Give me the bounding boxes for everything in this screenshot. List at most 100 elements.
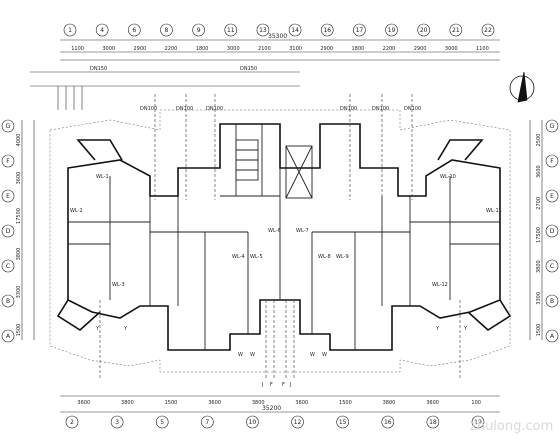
axis-bubble: [95, 23, 109, 37]
row-label: G: [550, 123, 555, 130]
axis-bubble: [192, 23, 205, 37]
side-dim-label: 3300: [16, 286, 22, 299]
axis-label: 12: [294, 419, 302, 426]
axis-bubble: [256, 23, 270, 37]
row-bubble: [1, 154, 15, 168]
row-bubble: [545, 154, 559, 168]
axis-label: 14: [291, 27, 299, 34]
axis-bubble: [224, 23, 238, 37]
span-label: 3000: [227, 46, 240, 52]
span-label: 1100: [71, 46, 84, 52]
room-tag: WL-7: [296, 228, 309, 234]
axis-bubble: [381, 415, 395, 429]
row-label: D: [6, 228, 11, 235]
supply-mains: [30, 71, 300, 110]
axis-label: 7: [205, 419, 209, 426]
interior-partitions: [68, 124, 500, 350]
axis-label: 18: [429, 419, 437, 426]
span-label: 1800: [351, 46, 364, 52]
side-dim-label: 4000: [16, 134, 22, 147]
axis-bubble: [63, 23, 77, 37]
span-label: 2200: [165, 46, 178, 52]
span-label: 1500: [339, 400, 352, 406]
axis-bubble: [426, 415, 440, 429]
riser-letter: W: [238, 352, 243, 358]
side-dim-label: 2700: [536, 197, 542, 210]
axis-bubble: [449, 23, 463, 37]
riser-letter: Y: [123, 326, 128, 332]
axis-bubble: [336, 415, 349, 429]
riser-letter: W: [310, 352, 315, 358]
axis-label: 3: [115, 419, 119, 426]
room-tag: WL-2: [70, 208, 83, 214]
side-dim-label: 3600: [536, 165, 542, 178]
span-label: 2900: [320, 46, 333, 52]
axis-label: 10: [249, 419, 257, 426]
axis-label: 16: [384, 419, 392, 426]
side-dim-label: 17500: [536, 227, 542, 243]
axis-bubble: [385, 23, 398, 37]
row-label: G: [6, 123, 11, 130]
span-label: 2900: [414, 46, 427, 52]
axis-bubble: [417, 23, 430, 37]
span-label: 3800: [383, 400, 396, 406]
row-label: A: [550, 333, 555, 340]
axis-label: 21: [452, 27, 460, 34]
axis-bubble: [201, 415, 214, 429]
room-tag: WL-12: [432, 282, 448, 288]
axis-label: 1: [68, 27, 72, 34]
room-tag: WL-5: [250, 254, 263, 260]
axis-bubble: [320, 23, 334, 37]
axis-bubble: [288, 23, 302, 37]
pipe-size-label: DN150: [240, 66, 257, 72]
axis-label: 15: [339, 419, 347, 426]
riser-letter: Y: [435, 326, 440, 332]
pipe-risers: [99, 94, 461, 380]
axis-bubble: [291, 415, 304, 429]
room-tag: WL-8: [318, 254, 331, 260]
axis-label: 19: [388, 27, 396, 34]
row-label: F: [550, 158, 554, 165]
room-tag: WL-3: [112, 282, 125, 288]
span-label: 3100: [289, 46, 302, 52]
side-dim-label: 3300: [536, 292, 542, 305]
axis-label: 13: [259, 27, 267, 34]
riser-letter: W: [322, 352, 327, 358]
room-tag: WL-10: [440, 174, 456, 180]
pipe-size-label: DN150: [90, 66, 107, 72]
span-label: 3600: [208, 400, 221, 406]
watermark: zhulong.com: [470, 419, 553, 434]
row-bubble: [1, 259, 15, 273]
span-label: 2200: [383, 46, 396, 52]
room-tag: WL-4: [232, 254, 245, 260]
row-label: C: [550, 263, 554, 270]
row-bubble: [1, 224, 15, 238]
riser-letter: F: [282, 382, 285, 388]
row-bubble: [1, 329, 15, 343]
row-label: E: [6, 193, 10, 200]
side-dim-label: 1500: [16, 324, 22, 337]
span-label: 3800: [121, 400, 134, 406]
side-dim-label: 3600: [16, 172, 22, 185]
span-label: 3800: [252, 400, 265, 406]
axis-label: 19: [474, 419, 482, 426]
row-bubble: [1, 294, 15, 308]
north-arrow-icon: [509, 71, 535, 103]
axis-label: 5: [160, 419, 164, 426]
axis-bubble: [471, 415, 485, 429]
row-bubble: [545, 259, 559, 273]
axis-bubble: [110, 415, 124, 429]
room-tag: WL-11: [486, 208, 502, 214]
side-dim-label: 2500: [536, 134, 542, 147]
riser-letter: W: [250, 352, 255, 358]
room-tag: WL-6: [268, 228, 281, 234]
axis-label: 8: [165, 27, 169, 34]
row-label: E: [550, 193, 554, 200]
pipe-size-label: DN100: [140, 106, 157, 112]
pipe-size-label: DN100: [176, 106, 193, 112]
pipe-size-label: DN100: [206, 106, 223, 112]
